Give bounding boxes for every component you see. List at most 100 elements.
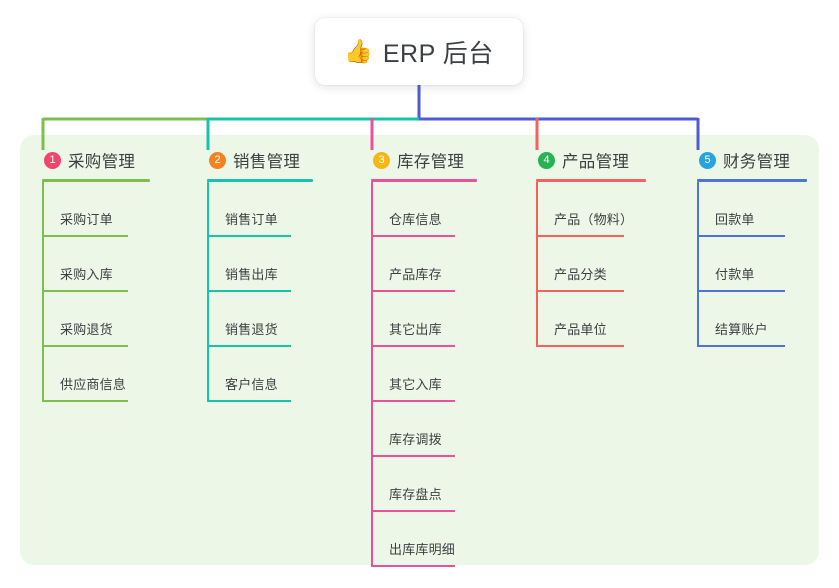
branch-leaf-list-2: 销售订单销售出库销售退货客户信息 [207, 182, 313, 402]
leaf-item[interactable]: 库存盘点 [371, 457, 477, 512]
leaf-item[interactable]: 库存调拨 [371, 402, 477, 457]
branch-header-rule-1 [42, 179, 150, 182]
branch-title-5: 财务管理 [723, 153, 791, 171]
leaf-item[interactable]: 采购退货 [42, 292, 150, 347]
leaf-rule [207, 345, 291, 347]
leaf-rule [207, 235, 291, 237]
branch-badge-2: 2 [209, 151, 226, 169]
leaf-rule [42, 235, 128, 237]
branch-column-5: 5 财务管理回款单付款单结算账户 [697, 148, 807, 347]
leaf-label: 采购退货 [60, 322, 113, 337]
leaf-rule [371, 400, 455, 402]
leaf-rule [697, 290, 785, 292]
branch-header-1[interactable]: 1 采购管理 [42, 148, 150, 172]
leaf-item[interactable]: 产品分类 [536, 237, 646, 292]
leaf-label: 其它入库 [389, 377, 442, 392]
leaf-label: 出库库明细 [389, 542, 456, 557]
leaf-item[interactable]: 采购订单 [42, 182, 150, 237]
diagram-background-panel [20, 135, 819, 565]
leaf-item[interactable]: 采购入库 [42, 237, 150, 292]
leaf-rule [371, 290, 455, 292]
leaf-label: 付款单 [715, 267, 755, 282]
leaf-label: 供应商信息 [60, 377, 127, 392]
branch-title-1: 采购管理 [68, 153, 136, 171]
branch-column-4: 4 产品管理产品（物料） 产品分类产品单位 [536, 148, 646, 347]
branch-badge-4: 4 [538, 151, 555, 169]
leaf-rule [42, 290, 128, 292]
leaf-item[interactable]: 其它出库 [371, 292, 477, 347]
leaf-rule [697, 345, 785, 347]
branch-spine-1 [42, 182, 44, 402]
leaf-label: 库存盘点 [389, 487, 442, 502]
leaf-label: 产品（物料） [554, 212, 634, 227]
leaf-item[interactable]: 销售订单 [207, 182, 313, 237]
leaf-item[interactable]: 产品单位 [536, 292, 646, 347]
branch-badge-1: 1 [44, 151, 61, 169]
leaf-label: 其它出库 [389, 322, 442, 337]
branch-leaf-list-1: 采购订单采购入库采购退货供应商信息 [42, 182, 150, 402]
leaf-rule [536, 235, 624, 237]
leaf-rule [207, 400, 291, 402]
branch-column-2: 2 销售管理销售订单销售出库销售退货客户信息 [207, 148, 313, 402]
leaf-label: 回款单 [715, 212, 755, 227]
leaf-item[interactable]: 客户信息 [207, 347, 313, 402]
leaf-label: 产品单位 [554, 322, 607, 337]
branch-spine-4 [536, 182, 538, 347]
leaf-rule [371, 455, 455, 457]
leaf-label: 销售订单 [225, 212, 278, 227]
leaf-rule [371, 345, 455, 347]
branch-header-2[interactable]: 2 销售管理 [207, 148, 313, 172]
leaf-label: 销售退货 [225, 322, 278, 337]
leaf-item[interactable]: 其它入库 [371, 347, 477, 402]
leaf-item[interactable]: 供应商信息 [42, 347, 150, 402]
branch-header-rule-3 [371, 179, 477, 182]
leaf-label: 库存调拨 [389, 432, 442, 447]
leaf-rule [371, 235, 455, 237]
branch-header-5[interactable]: 5 财务管理 [697, 148, 807, 172]
branch-header-3[interactable]: 3 库存管理 [371, 148, 477, 172]
leaf-item[interactable]: 付款单 [697, 237, 807, 292]
leaf-rule [42, 400, 128, 402]
leaf-label: 产品库存 [389, 267, 442, 282]
leaf-rule [697, 235, 785, 237]
leaf-label: 产品分类 [554, 267, 607, 282]
leaf-item[interactable]: 结算账户 [697, 292, 807, 347]
leaf-label: 销售出库 [225, 267, 278, 282]
branch-badge-3: 3 [373, 151, 390, 169]
branch-title-3: 库存管理 [397, 153, 465, 171]
branch-header-4[interactable]: 4 产品管理 [536, 148, 646, 172]
root-node-title: ERP 后台 [382, 39, 494, 68]
branch-header-rule-2 [207, 179, 313, 182]
leaf-item[interactable]: 回款单 [697, 182, 807, 237]
root-node-card[interactable]: 👍 ERP 后台 [315, 18, 523, 85]
branch-spine-2 [207, 182, 209, 402]
branch-leaf-list-5: 回款单付款单结算账户 [697, 182, 807, 347]
leaf-item[interactable]: 产品库存 [371, 237, 477, 292]
leaf-rule [536, 290, 624, 292]
branch-column-1: 1 采购管理采购订单采购入库采购退货供应商信息 [42, 148, 150, 402]
branch-spine-3 [371, 182, 373, 567]
leaf-item[interactable]: 销售退货 [207, 292, 313, 347]
thumbs-up-icon: 👍 [344, 38, 373, 64]
branch-leaf-list-4: 产品（物料） 产品分类产品单位 [536, 182, 646, 347]
leaf-label: 结算账户 [715, 322, 768, 337]
leaf-rule [207, 290, 291, 292]
leaf-item[interactable]: 产品（物料） [536, 182, 646, 237]
leaf-rule [536, 345, 624, 347]
leaf-label: 仓库信息 [389, 212, 442, 227]
leaf-item[interactable]: 销售出库 [207, 237, 313, 292]
branch-title-2: 销售管理 [233, 153, 301, 171]
leaf-item[interactable]: 仓库信息 [371, 182, 477, 237]
branch-title-4: 产品管理 [562, 153, 630, 171]
leaf-label: 客户信息 [225, 377, 278, 392]
branch-leaf-list-3: 仓库信息产品库存其它出库其它入库库存调拨库存盘点出库库明细 [371, 182, 477, 567]
branch-header-rule-5 [697, 179, 807, 182]
branch-header-rule-4 [536, 179, 646, 182]
branch-badge-5: 5 [699, 151, 716, 169]
branch-column-3: 3 库存管理仓库信息产品库存其它出库其它入库库存调拨库存盘点出库库明细 [371, 148, 477, 567]
branch-spine-5 [697, 182, 699, 347]
leaf-label: 采购入库 [60, 267, 113, 282]
leaf-label: 采购订单 [60, 212, 113, 227]
leaf-rule [42, 345, 128, 347]
leaf-item[interactable]: 出库库明细 [371, 512, 477, 567]
